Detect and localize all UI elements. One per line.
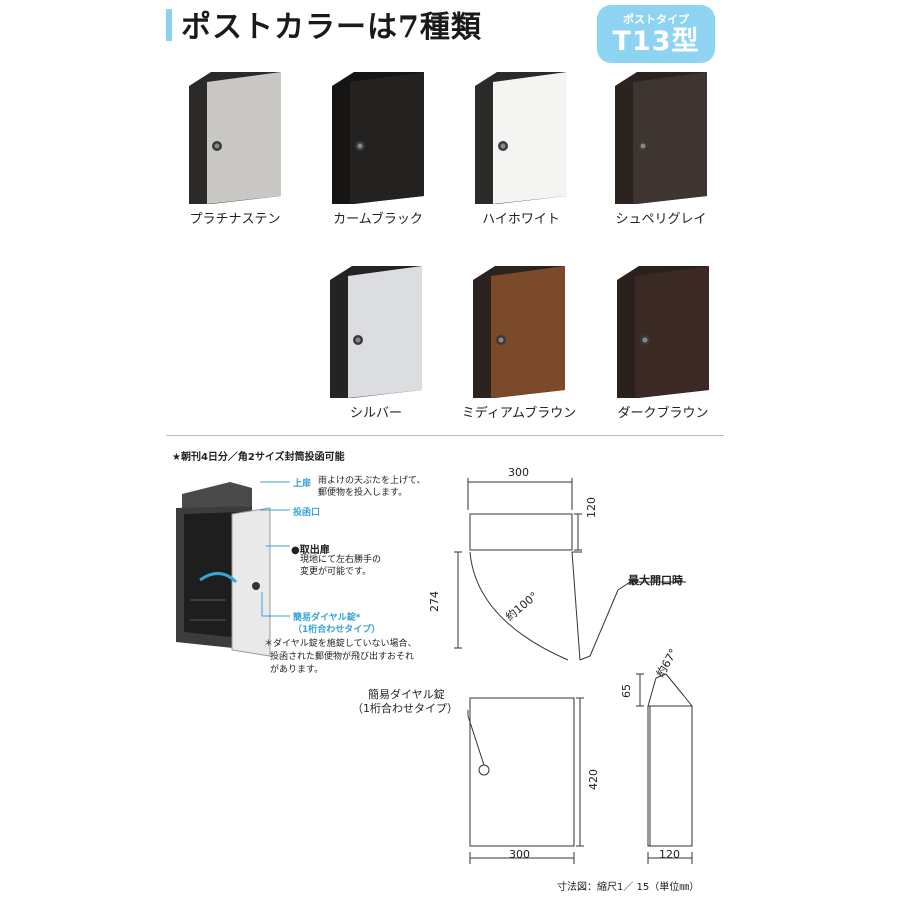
color-name-label: ミディアムブラウン (461, 406, 577, 421)
color-name-label: プラチナステン (189, 212, 281, 227)
warning-line-2: 投函された郵便物が飛び出すおそれ (270, 652, 415, 662)
side-depth-dimension: 120 (659, 848, 680, 861)
side-top-dimension: 65 (620, 684, 633, 698)
mailbox-swatch (332, 72, 424, 204)
mailbox-swatch (617, 266, 709, 398)
mailbox-swatch (330, 266, 422, 398)
take-door-label: ●取出扉 (291, 545, 330, 556)
top-door-desc-2: 郵便物を投入します。 (318, 488, 408, 498)
section-divider (166, 435, 724, 436)
slot-label: 投函口 (293, 508, 321, 518)
callout-leader-lines (260, 481, 290, 617)
take-door-desc-1: 現地にて左右勝手の (300, 555, 382, 565)
color-name-label: シルバー (349, 406, 402, 421)
lock-type-label: （1桁合わせタイプ） (293, 625, 381, 635)
color-name-label: ダークブラウン (617, 406, 709, 421)
max-open-label: 最大開口時 (628, 574, 683, 587)
open-mailbox-illustration (176, 482, 271, 657)
front-height-dimension: 420 (587, 769, 600, 790)
scale-note: 寸法図：縮尺1／ 15（単位㎜） (557, 882, 700, 893)
mailbox-swatch (475, 72, 567, 204)
top-depth-dimension: 120 (585, 497, 598, 518)
color-name-label: ハイホワイト (482, 212, 560, 227)
mailbox-swatch (615, 72, 707, 204)
color-name-label: シュペリグレイ (615, 212, 707, 227)
lock-type-callout: （1桁合わせタイプ） (352, 702, 458, 715)
title-accent-bar (166, 9, 172, 41)
color-name-label: カームブラック (333, 212, 423, 227)
warning-line-3: があります。 (270, 665, 324, 675)
capacity-note: ★朝刊4日分／角2サイズ封筒投函可能 (172, 452, 345, 463)
lock-callout-label: 簡易ダイヤル錠 (368, 688, 445, 701)
top-width-dimension: 300 (508, 466, 529, 479)
post-type-badge: ポストタイプ T13型 (597, 5, 715, 63)
mailbox-swatch (189, 72, 281, 204)
warning-line-1: ＊ダイヤル錠を施錠していない場合、 (264, 639, 417, 649)
mailbox-swatch (473, 266, 565, 398)
lock-label: 簡易ダイヤル錠* (293, 613, 361, 623)
front-width-dimension: 300 (509, 848, 530, 861)
badge-subtitle: ポストタイプ (623, 13, 689, 26)
swing-height-dimension: 274 (428, 591, 441, 612)
take-door-desc-2: 変更が可能です。 (300, 567, 372, 577)
top-door-label: 上扉 (293, 479, 312, 489)
page-title: ポストカラーは7種類 (181, 10, 482, 45)
dimension-drawing (454, 478, 693, 864)
top-door-desc-1: 雨よけの天ぶたを上げて、 (318, 476, 426, 486)
badge-model: T13型 (612, 26, 700, 57)
